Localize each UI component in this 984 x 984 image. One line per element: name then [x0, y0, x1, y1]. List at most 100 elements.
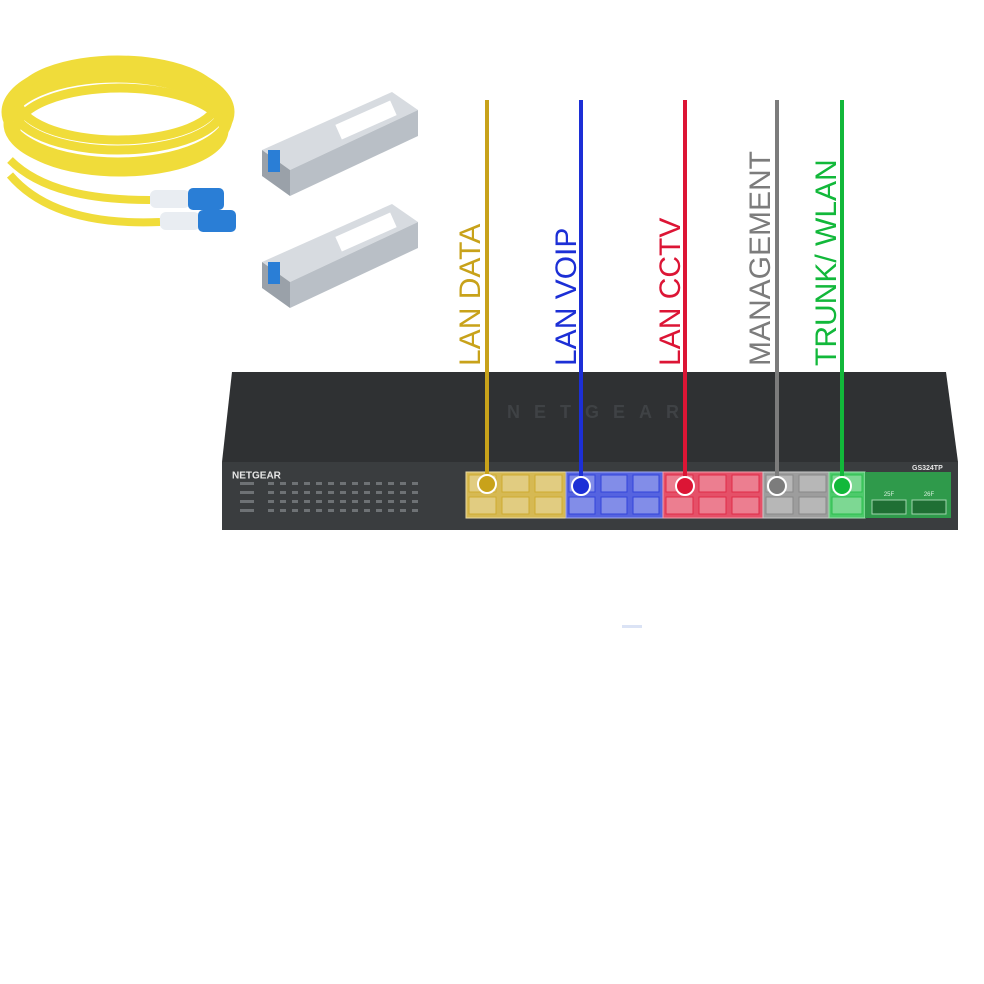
ethernet-port[interactable] — [632, 496, 660, 515]
sfp-latch — [268, 262, 280, 284]
sfp-side — [290, 222, 418, 308]
lc-connector — [188, 188, 224, 210]
switch-top-logo: NETGEAR — [507, 402, 693, 422]
network-switch: NETGEAR NETGEAR GS324TP 25F 26F — [222, 372, 958, 530]
sfp-label — [335, 212, 397, 252]
vlan-port-marker — [767, 476, 787, 496]
status-led — [364, 491, 370, 494]
status-led — [412, 482, 418, 485]
status-led — [376, 482, 382, 485]
switch-front-logo: NETGEAR — [232, 470, 282, 481]
connector-boot — [150, 190, 190, 208]
status-led — [364, 482, 370, 485]
ethernet-port[interactable] — [600, 496, 628, 515]
status-led — [364, 509, 370, 512]
status-led — [412, 491, 418, 494]
status-led — [280, 491, 286, 494]
status-led — [388, 482, 394, 485]
vlan-label: MANAGEMENT — [744, 151, 777, 366]
status-led — [268, 509, 274, 512]
fiber-tail — [7, 157, 151, 204]
status-led — [352, 491, 358, 494]
led-legend — [240, 509, 254, 512]
status-led — [352, 500, 358, 503]
status-led — [388, 500, 394, 503]
status-led — [328, 482, 334, 485]
sfp-latch — [268, 150, 280, 172]
vlan-port-marker — [832, 476, 852, 496]
switch-top-panel — [222, 372, 958, 462]
ethernet-port[interactable] — [632, 474, 660, 493]
status-led — [328, 500, 334, 503]
ethernet-port[interactable] — [468, 496, 497, 515]
ethernet-port[interactable] — [665, 496, 694, 515]
status-led — [280, 500, 286, 503]
ethernet-port[interactable] — [831, 496, 863, 515]
status-led — [304, 491, 310, 494]
status-led — [268, 482, 274, 485]
status-led — [328, 491, 334, 494]
status-led — [400, 491, 406, 494]
sfp-module-2 — [262, 204, 418, 308]
led-legend — [240, 491, 254, 494]
status-led — [328, 509, 334, 512]
vlan-label: LAN VOIP — [550, 228, 583, 366]
lc-connectors — [150, 188, 236, 232]
status-led — [352, 509, 358, 512]
ethernet-port[interactable] — [534, 496, 563, 515]
ethernet-port[interactable] — [731, 474, 760, 493]
vlan-label: LAN CCTV — [654, 218, 687, 366]
sfp-label — [335, 100, 397, 140]
status-led — [376, 509, 382, 512]
sfp-slot-26[interactable] — [911, 499, 947, 515]
status-led — [292, 500, 298, 503]
status-led — [400, 500, 406, 503]
lc-connector — [198, 210, 236, 232]
status-led — [292, 491, 298, 494]
fiber-loop — [13, 55, 223, 145]
status-led — [376, 500, 382, 503]
status-led — [304, 500, 310, 503]
status-led — [316, 491, 322, 494]
status-led — [388, 491, 394, 494]
ethernet-port[interactable] — [698, 496, 727, 515]
sfp-slot-label: 25F — [884, 492, 895, 498]
status-led — [340, 482, 346, 485]
ethernet-port[interactable] — [501, 474, 530, 493]
status-led — [364, 500, 370, 503]
fiber-coil — [1, 55, 235, 177]
fiber-tails — [6, 157, 161, 227]
status-led — [280, 509, 286, 512]
ethernet-port[interactable] — [698, 474, 727, 493]
ethernet-port[interactable] — [765, 496, 794, 515]
status-led — [304, 509, 310, 512]
status-led — [340, 491, 346, 494]
status-led — [412, 500, 418, 503]
ethernet-port[interactable] — [568, 496, 596, 515]
status-led — [268, 491, 274, 494]
fiber-tail — [6, 172, 161, 227]
status-led — [352, 482, 358, 485]
status-led — [340, 500, 346, 503]
fiber-patch-cable — [1, 55, 236, 232]
led-legend — [240, 500, 254, 503]
led-legend — [240, 482, 254, 485]
status-led — [280, 482, 286, 485]
sfp-slot-25[interactable] — [871, 499, 907, 515]
status-led — [412, 509, 418, 512]
ethernet-port[interactable] — [501, 496, 530, 515]
connector-boot — [160, 212, 200, 230]
ethernet-port[interactable] — [731, 496, 760, 515]
vlan-port-marker — [675, 476, 695, 496]
ethernet-port[interactable] — [600, 474, 628, 493]
status-led — [388, 509, 394, 512]
ethernet-port[interactable] — [534, 474, 563, 493]
status-led — [316, 500, 322, 503]
ethernet-port[interactable] — [798, 496, 827, 515]
ethernet-port[interactable] — [798, 474, 827, 493]
status-led — [268, 500, 274, 503]
sfp-slot-label: 26F — [924, 492, 935, 498]
status-led — [316, 482, 322, 485]
status-led — [292, 482, 298, 485]
